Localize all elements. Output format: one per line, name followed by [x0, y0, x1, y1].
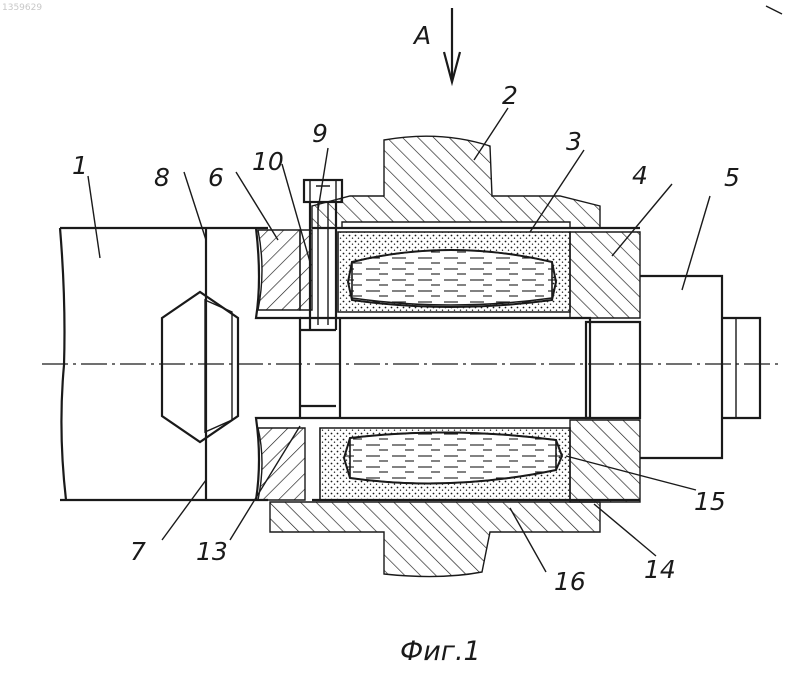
part-2-housing-bottom	[270, 502, 600, 577]
figure-caption: Фиг.1	[400, 636, 481, 667]
label-1: 1	[72, 151, 88, 180]
label-9: 9	[312, 119, 328, 148]
corner-mark	[766, 6, 782, 14]
label-7: 7	[130, 537, 146, 566]
label-5: 5	[724, 163, 740, 192]
doc-number: 1359629	[2, 3, 42, 13]
part-4-flange-top	[570, 232, 640, 318]
label-8: 8	[154, 163, 170, 192]
label-6: 6	[208, 163, 224, 192]
part-6-flange-bottom	[258, 428, 305, 500]
central-axle	[300, 318, 590, 418]
label-3: 3	[566, 127, 582, 156]
label-10: 10	[252, 147, 284, 176]
label-13: 13	[196, 537, 228, 566]
label-14: 14	[644, 555, 676, 584]
view-arrow-a	[444, 8, 460, 82]
part-4-flange-bottom	[570, 420, 640, 502]
view-label-a: A	[412, 21, 431, 50]
label-4: 4	[632, 161, 648, 190]
part-6-flange-top	[258, 230, 300, 310]
oil-cavity-bottom	[344, 432, 562, 483]
label-15: 15	[694, 487, 726, 516]
part-2-housing-top	[312, 136, 600, 228]
oil-cavity-top	[348, 250, 556, 307]
label-2: 2	[502, 81, 518, 110]
label-16: 16	[554, 567, 586, 596]
